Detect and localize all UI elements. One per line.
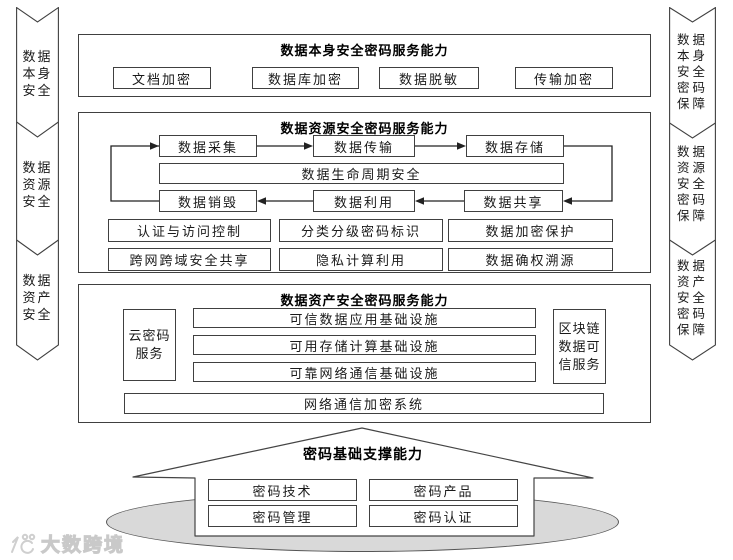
box-classification-crypto-label: 分类分级密码标识 xyxy=(279,219,443,242)
foundation-title: 密码基础支撑能力 xyxy=(303,446,423,462)
box-data-storage: 数据存储 xyxy=(466,135,564,157)
left-ribbon-label-data-asset: 数据 资产 安全 xyxy=(22,273,53,322)
lifecycle-flow-arrows xyxy=(110,142,613,205)
box-privacy-computing: 隐私计算利用 xyxy=(279,248,443,271)
box-crypto-technology: 密码技术 xyxy=(208,479,357,501)
box-crypto-management: 密码管理 xyxy=(208,505,357,527)
panel-data-itself-security: 数据本身安全密码服务能力 文档加密 数据库加密 数据脱敏 传输加密 xyxy=(78,34,651,97)
section-title-data-itself: 数据本身安全密码服务能力 xyxy=(280,43,449,58)
box-network-comm-encryption-system: 网络通信加密系统 xyxy=(124,393,604,414)
box-crypto-product: 密码产品 xyxy=(369,479,518,501)
box-data-destruction: 数据销毁 xyxy=(159,190,257,212)
box-data-encryption-protection: 数据加密保护 xyxy=(448,219,613,242)
box-data-utilization: 数据利用 xyxy=(313,190,415,212)
box-transmission-encryption: 传输加密 xyxy=(515,67,613,89)
box-available-storage-compute-infra: 可用存储计算基础设施 xyxy=(193,335,536,355)
box-trusted-data-app-infra: 可信数据应用基础设施 xyxy=(193,308,536,328)
box-data-masking: 数据脱敏 xyxy=(379,67,479,89)
section-title-data-resource: 数据资源安全密码服务能力 xyxy=(280,121,449,136)
box-cross-network-sharing: 跨网跨域安全共享 xyxy=(108,248,271,271)
box-data-rights-traceability: 数据确权溯源 xyxy=(448,248,613,271)
panel-data-resource-security: 数据资源安全密码服务能力 数据采集 数据传输 数据存储 数据生命周期安全 xyxy=(78,112,651,273)
box-cloud-crypto-service: 云密码 服务 xyxy=(123,309,176,381)
section-title-data-asset: 数据资产安全密码服务能力 xyxy=(280,293,449,308)
right-ribbon-label-data-itself: 数据 本身 安全 密码 保障 xyxy=(676,33,708,111)
box-document-encryption: 文档加密 xyxy=(113,67,211,89)
box-blockchain-trusted-service: 区块链 数据可 信服务 xyxy=(553,309,606,384)
box-auth-access-control: 认证与访问控制 xyxy=(108,219,271,242)
watermark-text: 大数跨境 xyxy=(40,535,126,557)
right-ribbon-label-data-asset: 数据 资产 安全 密码 保障 xyxy=(676,259,708,337)
watermark: 大数跨境 xyxy=(8,530,125,557)
box-data-transmission: 数据传输 xyxy=(313,135,415,157)
box-reliable-network-comm-infra: 可靠网络通信基础设施 xyxy=(193,362,536,382)
right-ribbon-shape xyxy=(669,7,716,361)
watermark-logo-icon xyxy=(11,533,36,554)
left-ribbon-label-data-itself: 数据 本身 安全 xyxy=(22,49,53,98)
box-data-sharing: 数据共享 xyxy=(464,190,563,212)
box-data-collection: 数据采集 xyxy=(159,135,257,157)
box-database-encryption: 数据库加密 xyxy=(252,67,359,89)
panel-data-asset-security: 数据资产安全密码服务能力 云密码 服务 可信数据应用基础设施 可用存储计算基础设… xyxy=(78,284,651,423)
right-ribbon-label-data-resource: 数据 资源 安全 密码 保障 xyxy=(676,145,708,223)
box-crypto-certification: 密码认证 xyxy=(369,505,518,527)
box-data-lifecycle-security: 数据生命周期安全 xyxy=(159,163,564,184)
left-ribbon-label-data-resource: 数据 资源 安全 xyxy=(22,160,53,209)
left-ribbon-shape xyxy=(16,7,59,361)
